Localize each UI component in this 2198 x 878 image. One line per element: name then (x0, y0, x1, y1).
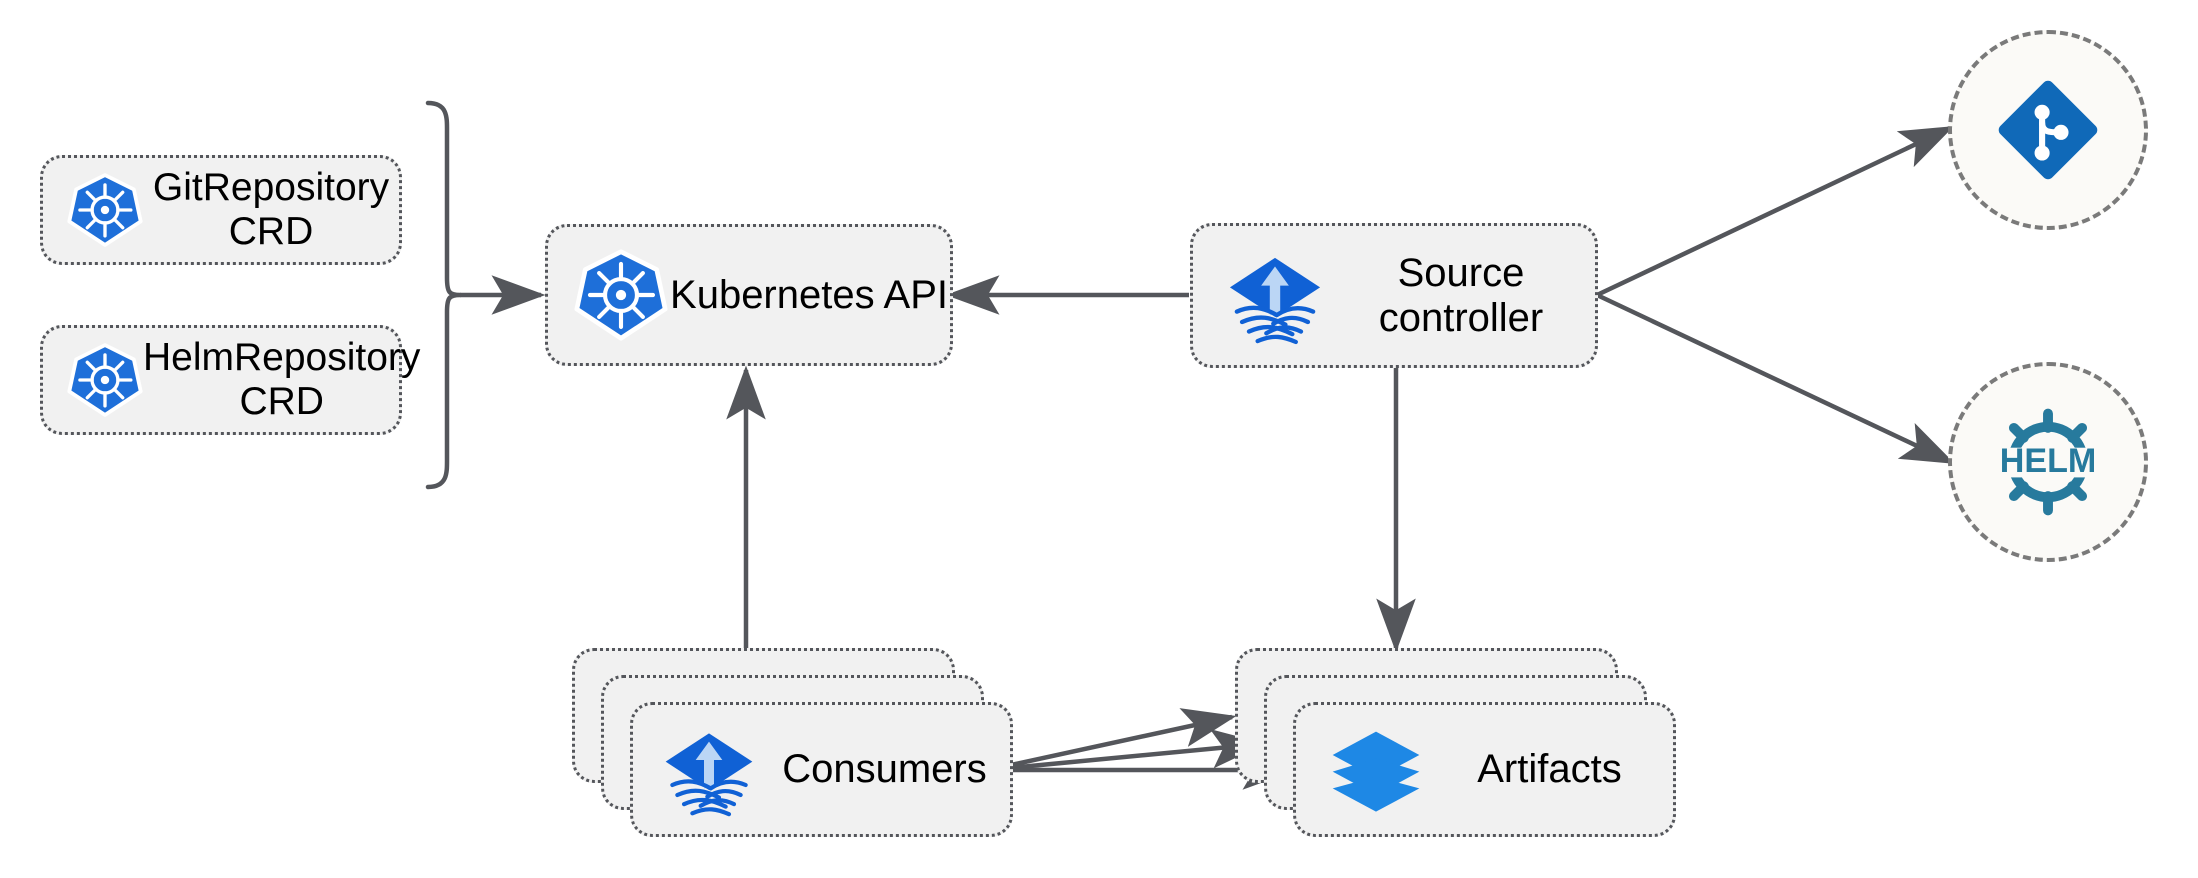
node-label: Kubernetes API (670, 272, 948, 317)
node-consumers[interactable]: Consumers (630, 702, 1013, 837)
node-label: Artifacts (1477, 747, 1622, 792)
flux-icon (659, 720, 759, 820)
node-label: Consumers (782, 747, 987, 792)
git-icon (1989, 71, 2107, 189)
flux-icon (1223, 244, 1327, 348)
helm-wordmark: HELM (2000, 442, 2097, 480)
layers-icon (1326, 720, 1426, 820)
node-label: GitRepository CRD (152, 166, 390, 253)
edge-consumers-to-artifacts-middle (987, 728, 1266, 773)
node-git-source[interactable] (1948, 30, 2148, 230)
node-artifacts[interactable]: Artifacts (1293, 702, 1676, 837)
node-helm-source[interactable]: HELM (1948, 362, 2148, 562)
crd-group-brace (425, 100, 463, 490)
edge-consumers-to-artifacts-back (987, 708, 1237, 773)
helm-icon: HELM (1982, 396, 2114, 528)
node-kubernetes-api[interactable]: Kubernetes API (545, 224, 953, 366)
kubernetes-icon (67, 342, 143, 418)
node-helm-repository-crd[interactable]: HelmRepository CRD (40, 325, 420, 435)
kubernetes-icon (574, 248, 668, 342)
edge-source-controller-to-helm (1596, 292, 1956, 465)
node-git-repository-crd[interactable]: GitRepository CRD (40, 155, 402, 265)
node-source-controller[interactable]: Source controller (1190, 223, 1598, 368)
node-label: HelmRepository CRD (143, 336, 421, 423)
edge-source-controller-to-git (1596, 125, 1955, 298)
node-label: Source controller (1378, 250, 1544, 340)
kubernetes-icon (67, 172, 143, 248)
